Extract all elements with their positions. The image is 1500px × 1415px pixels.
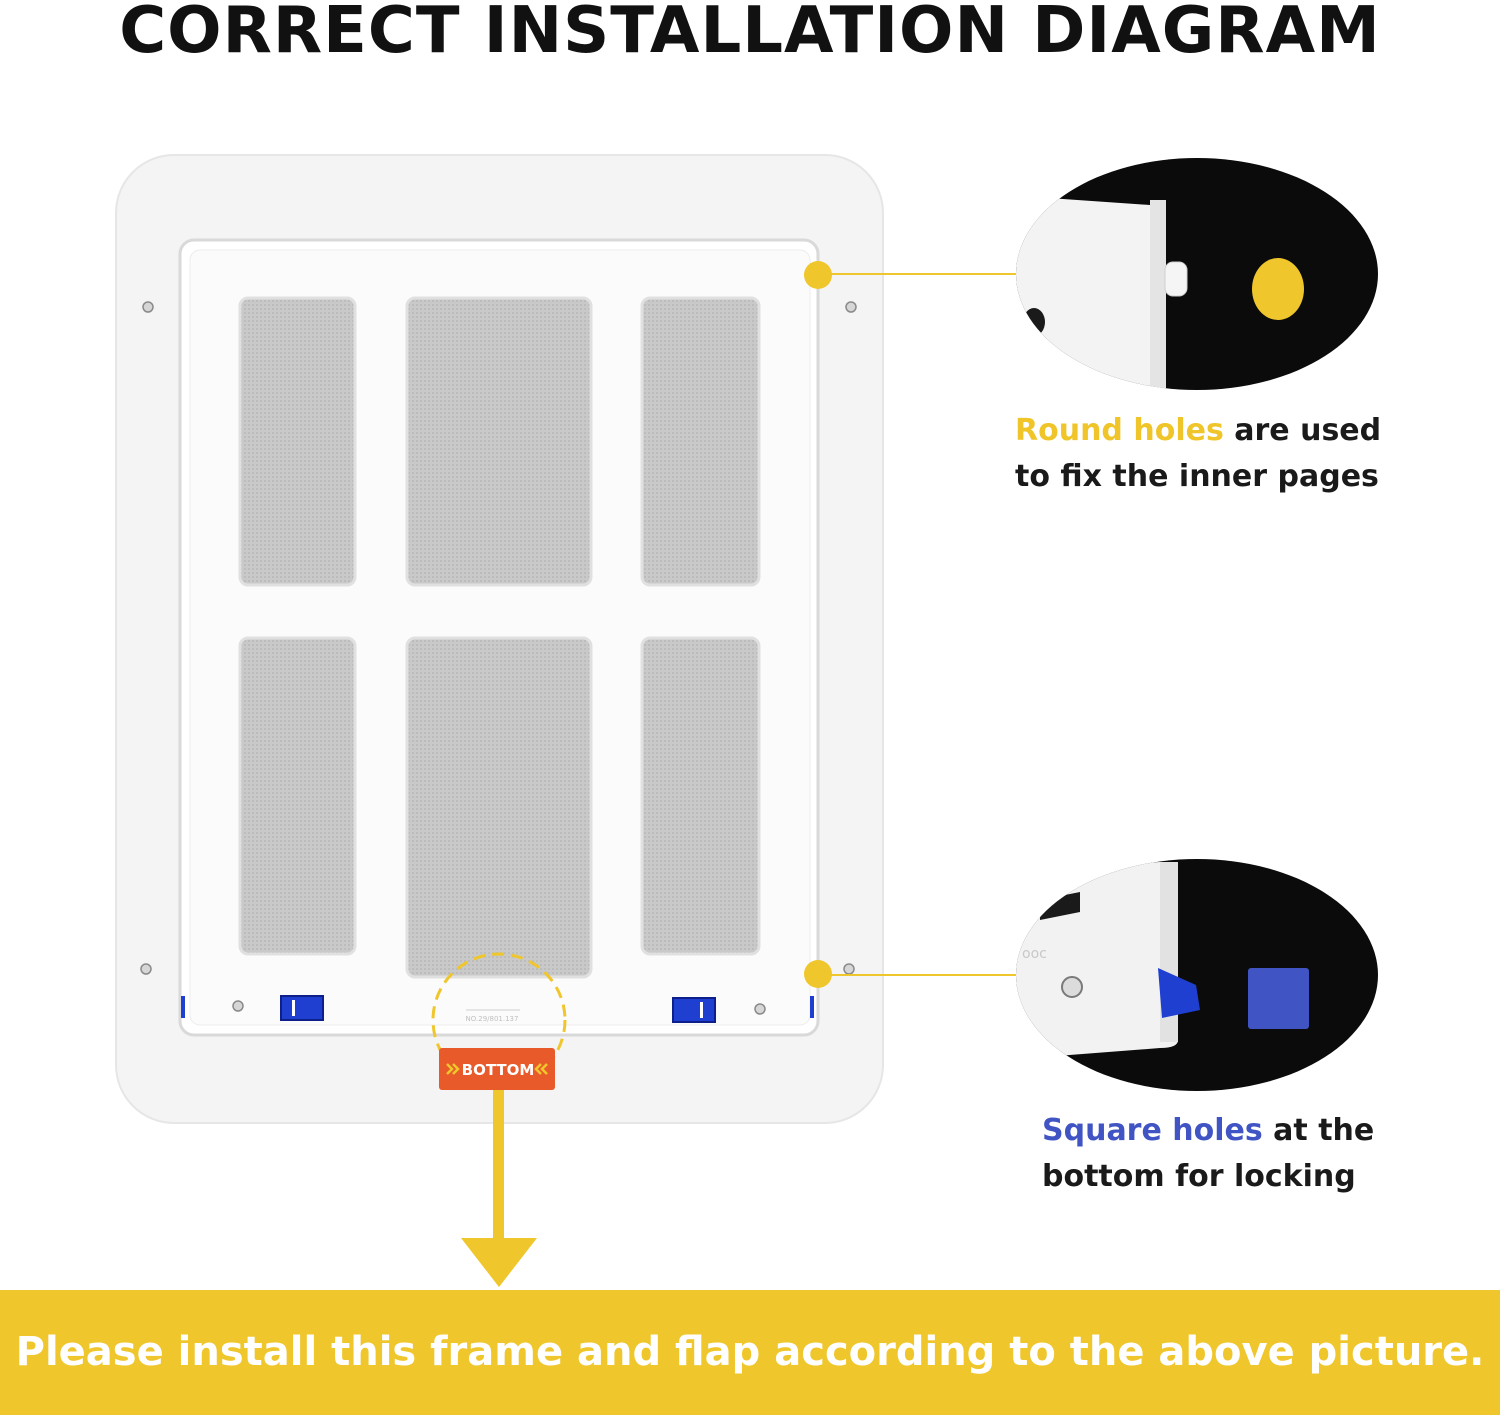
round-hole-caption: Round holes are used to fix the inner pa…	[1015, 408, 1381, 500]
square-hole-zoom: ooc	[1016, 859, 1378, 1091]
square-hole-marker	[1248, 968, 1309, 1029]
round-hole-line1: are used	[1223, 413, 1382, 448]
round-hole-highlight: Round holes	[1015, 413, 1224, 448]
round-hole-marker	[1252, 258, 1304, 320]
down-arrow-icon	[461, 1090, 537, 1287]
bottom-label: BOTTOM	[462, 1061, 535, 1079]
square-hole-leader	[804, 960, 1016, 988]
svg-text:ooc: ooc	[1022, 946, 1047, 962]
screws	[140, 301, 857, 1015]
chevron-right-icon	[446, 1063, 460, 1075]
bottom-label-tag	[439, 1048, 555, 1090]
instruction-banner	[0, 1290, 1500, 1415]
square-hole-highlight: Square holes	[1042, 1113, 1263, 1148]
lock-clips	[181, 995, 814, 1023]
instruction-text: Please install this frame and flap accor…	[15, 1329, 1485, 1375]
page-title: CORRECT INSTALLATION DIAGRAM	[119, 0, 1381, 68]
door-frame: NO.29/801.137 BOTTOM	[115, 154, 884, 1124]
round-hole-line2: to fix the inner pages	[1015, 459, 1379, 494]
flap-mesh-panels	[238, 296, 761, 979]
part-number: NO.29/801.137	[466, 1015, 519, 1023]
round-hole-zoom	[1016, 158, 1378, 390]
square-hole-caption: Square holes at the bottom for locking	[1042, 1108, 1374, 1200]
square-hole-line1: at the	[1262, 1113, 1375, 1148]
square-hole-line2: bottom for locking	[1042, 1159, 1356, 1194]
chevron-left-icon	[534, 1063, 548, 1075]
round-hole-leader	[804, 261, 1016, 289]
